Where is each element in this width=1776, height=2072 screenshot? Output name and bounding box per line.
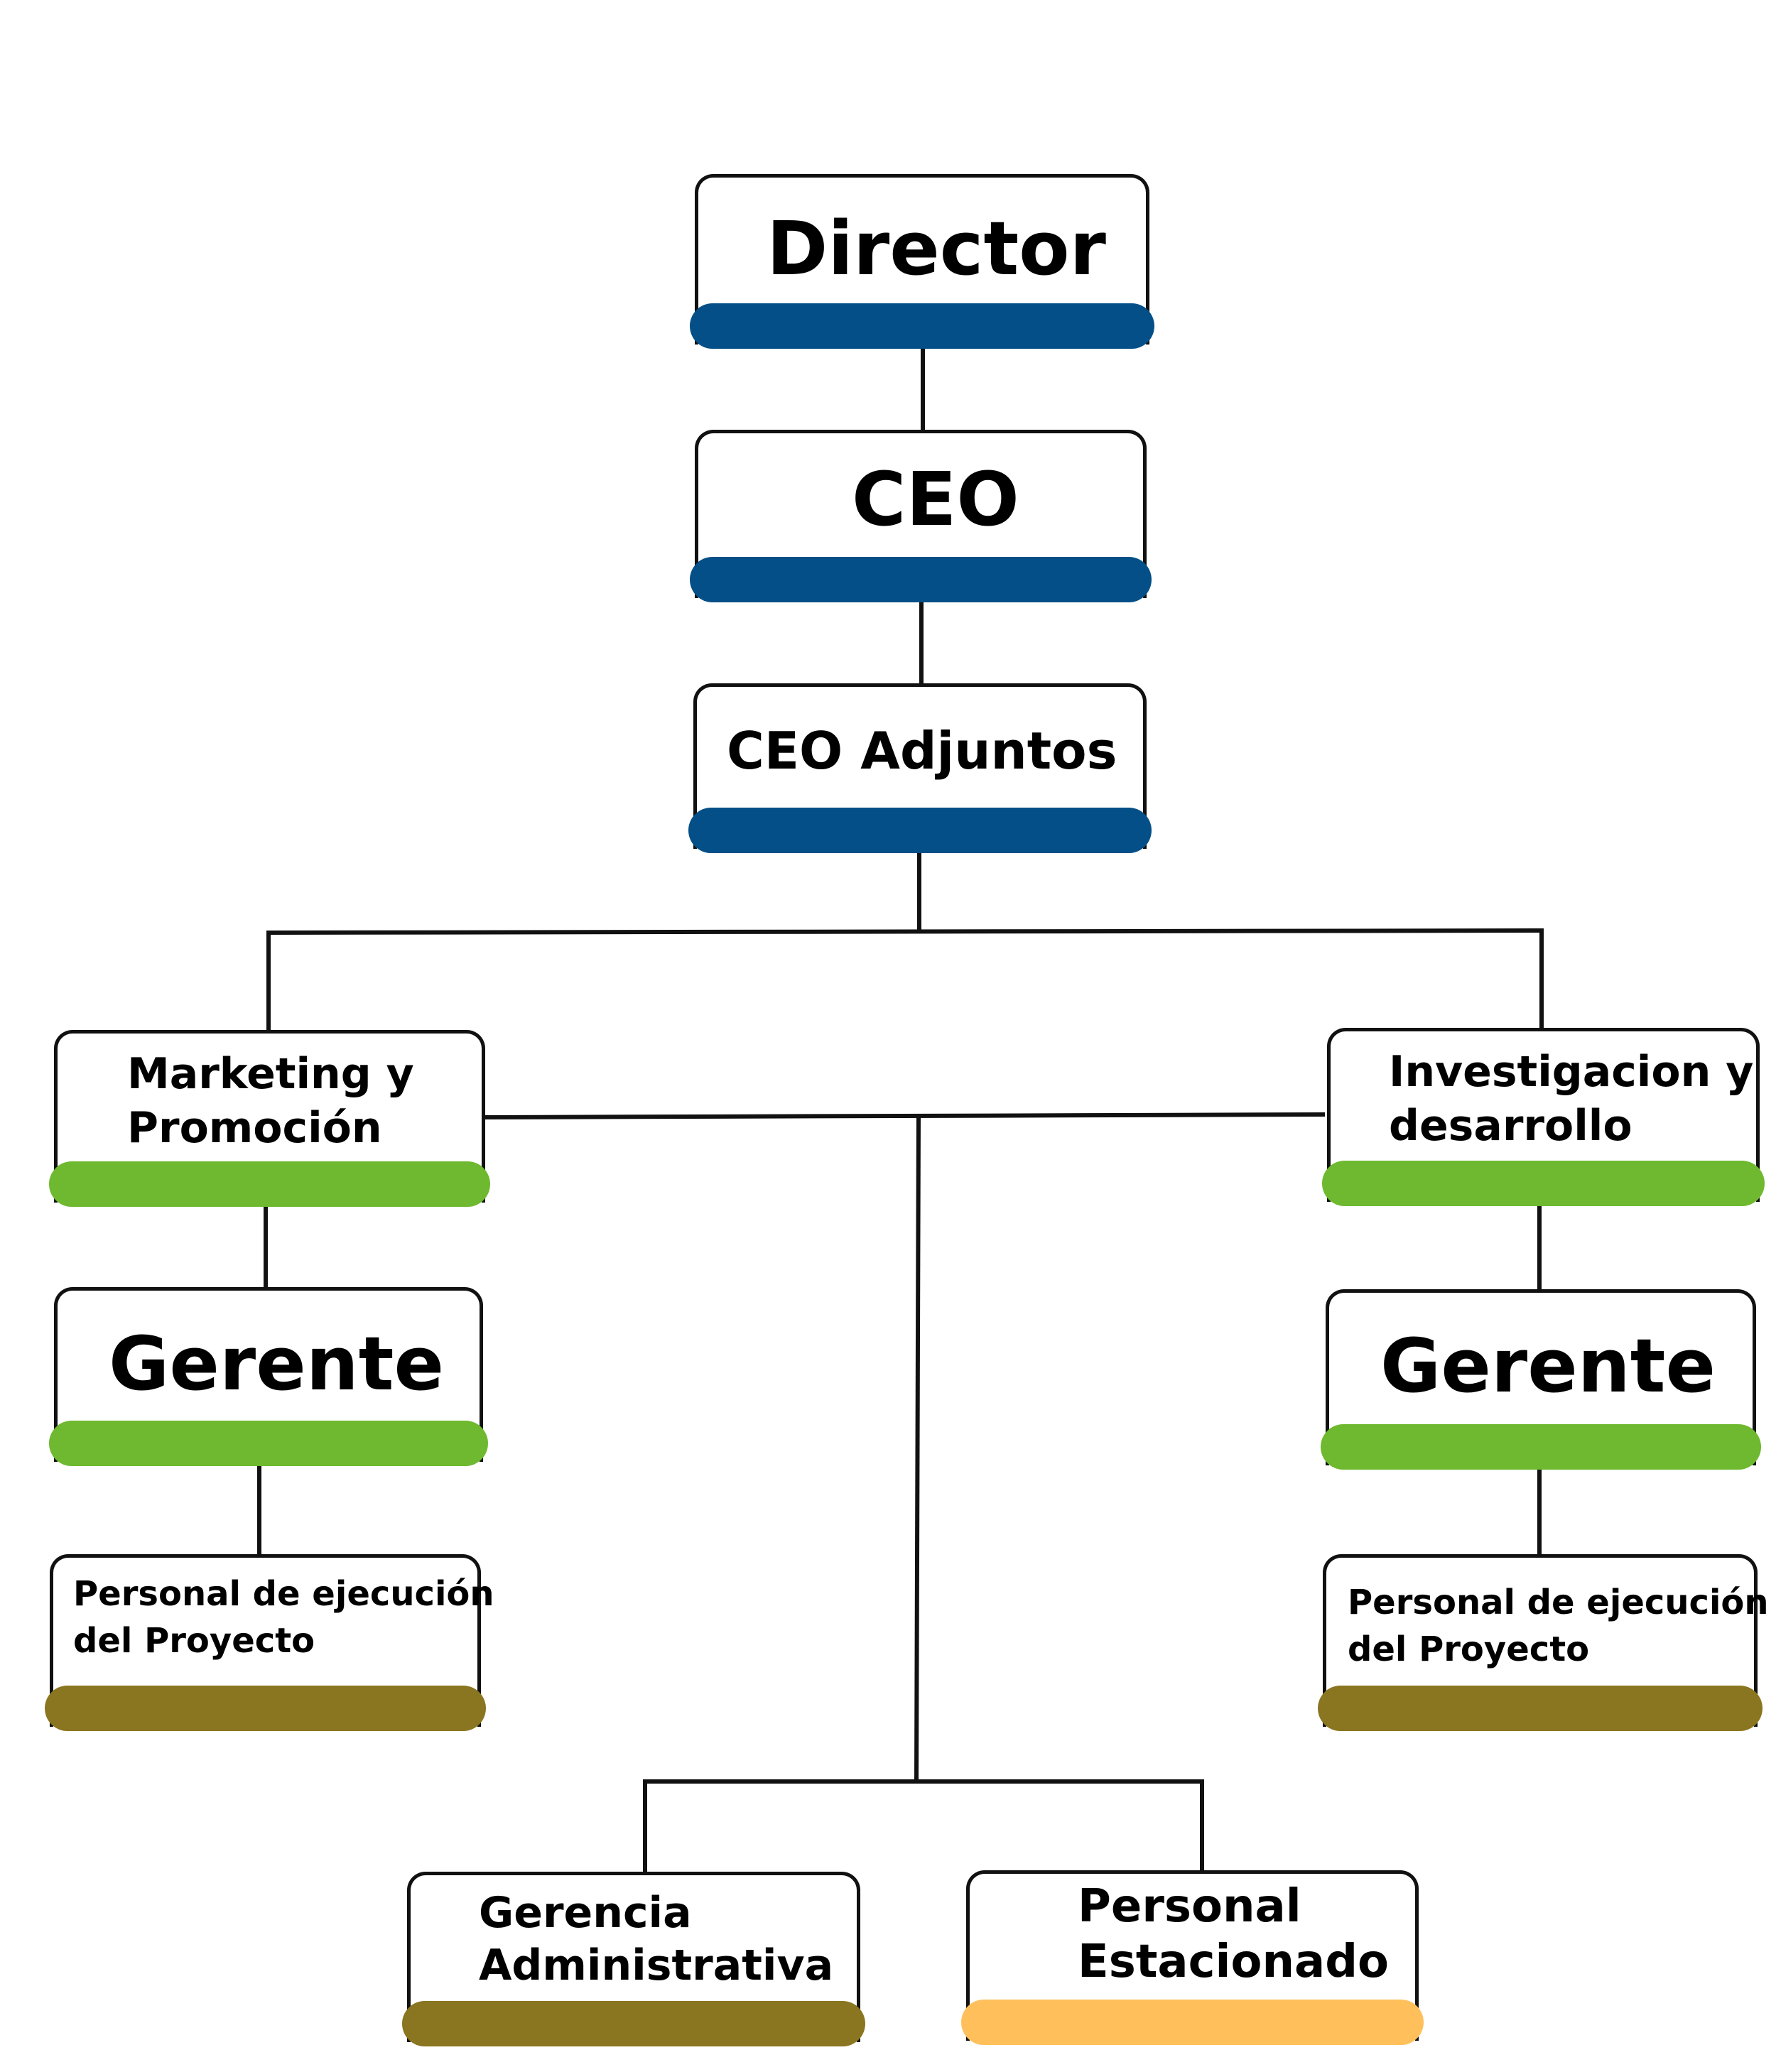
node-ceo-adjuntos: CEO Adjuntos: [688, 683, 1152, 853]
color-bar-green: [49, 1421, 488, 1466]
color-bar-green: [49, 1161, 490, 1207]
node-gerente-right: Gerente: [1321, 1289, 1761, 1470]
node-director: Director: [690, 174, 1154, 349]
node-label-line1: Gerencia: [479, 1888, 692, 1938]
node-marketing: Marketing y Promoción: [49, 1030, 490, 1207]
node-label-line1: Personal: [1078, 1880, 1301, 1933]
color-bar-primary: [688, 808, 1152, 853]
node-personal-ejecucion-right: Personal de ejecución del Proyecto: [1318, 1554, 1769, 1731]
node-label-line1: Marketing y: [127, 1049, 414, 1099]
node-label: Gerente: [109, 1320, 445, 1407]
node-label-line2: del Proyecto: [73, 1621, 315, 1661]
connector-top-branch: [266, 928, 1544, 1030]
color-bar-primary: [690, 303, 1154, 349]
node-label-line2: desarrollo: [1389, 1101, 1632, 1151]
node-personal-ejecucion-left: Personal de ejecución del Proyecto: [45, 1554, 494, 1731]
node-personal-estacionado: Personal Estacionado: [961, 1870, 1424, 2045]
node-label-line1: Personal de ejecución: [1348, 1583, 1769, 1622]
color-bar-olive: [45, 1686, 486, 1731]
node-gerente-left: Gerente: [49, 1287, 488, 1466]
color-bar-yellow: [961, 2000, 1424, 2045]
connector-middle-horizontal: [482, 1112, 1326, 1119]
color-bar-olive: [402, 2001, 865, 2046]
node-gerencia-administrativa: Gerencia Administrativa: [402, 1872, 865, 2046]
color-bar-green: [1321, 1424, 1761, 1470]
connector-middle-vertical: [914, 1117, 921, 1781]
node-label-line2: Estacionado: [1078, 1936, 1389, 1988]
node-label: Director: [767, 205, 1106, 292]
node-label: CEO: [852, 456, 1019, 543]
node-investigacion: Investigacion y desarrollo: [1322, 1028, 1765, 1206]
color-bar-primary: [690, 557, 1152, 602]
node-ceo: CEO: [690, 430, 1152, 602]
node-label-line1: Personal de ejecución: [73, 1574, 494, 1614]
color-bar-olive: [1318, 1686, 1763, 1731]
node-label-line1: Investigacion y: [1389, 1047, 1754, 1097]
node-label: Gerente: [1380, 1323, 1716, 1409]
color-bar-green: [1322, 1161, 1765, 1206]
node-label-line2: Promoción: [127, 1103, 382, 1153]
node-label-line2: Administrativa: [479, 1941, 834, 1990]
node-label-line2: del Proyecto: [1348, 1629, 1590, 1669]
node-label: CEO Adjuntos: [727, 721, 1117, 781]
connector-bottom-branch: [643, 1779, 1204, 1872]
